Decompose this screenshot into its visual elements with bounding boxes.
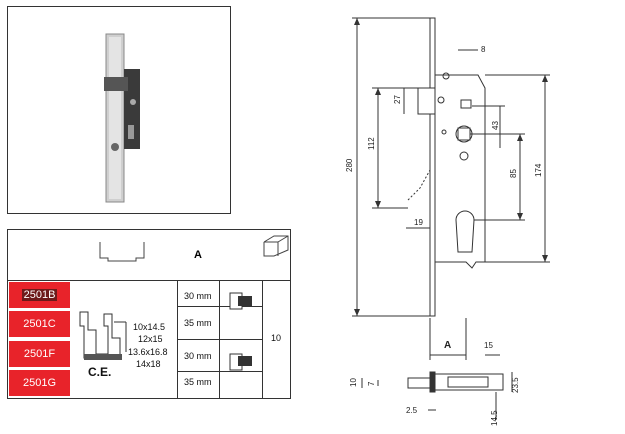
width-2: 30 mm <box>184 351 212 361</box>
dim-112: 112 <box>367 137 376 150</box>
side-dim-10: 10 <box>349 378 358 387</box>
side-dim-7: 7 <box>367 381 376 386</box>
model-row-2501c: 2501C <box>9 311 70 337</box>
size-1: 12x15 <box>138 334 163 344</box>
dim-8: 8 <box>481 45 486 54</box>
side-dim-2-5: 2.5 <box>406 406 418 415</box>
profile-drawing <box>79 292 252 371</box>
header-col-a: A <box>194 249 202 261</box>
size-3: 14x18 <box>136 359 161 369</box>
model-row-2501b: 2501B <box>9 282 70 308</box>
dim-280: 280 <box>345 158 354 172</box>
side-dim-14-5: 14.5 <box>490 410 499 426</box>
dim-27: 27 <box>393 95 402 104</box>
side-dim-23-5: 23.5 <box>511 377 520 393</box>
header-profile-icon <box>99 235 289 262</box>
spec-table: A 2501B 2501C 2501F 2501G C.E. 10x14.5 1… <box>7 229 291 399</box>
dim-43: 43 <box>491 121 500 130</box>
model-row-2501f: 2501F <box>9 341 70 367</box>
dim-a: A <box>444 340 451 351</box>
table-header-divider <box>8 280 290 281</box>
depth-value: 10 <box>271 333 282 343</box>
ce-mark: C.E. <box>88 365 112 379</box>
dim-19: 19 <box>414 218 423 227</box>
product-photo-frame <box>7 6 231 214</box>
width-0: 30 mm <box>184 291 212 301</box>
lock-photo <box>104 33 140 203</box>
width-1: 35 mm <box>184 318 212 328</box>
model-row-2501g: 2501G <box>9 370 70 396</box>
size-0: 10x14.5 <box>133 322 166 332</box>
dim-85: 85 <box>509 169 518 178</box>
dim-15: 15 <box>484 341 493 350</box>
dim-174: 174 <box>534 163 543 177</box>
size-2: 13.6x16.8 <box>128 347 168 357</box>
width-3: 35 mm <box>184 377 212 387</box>
